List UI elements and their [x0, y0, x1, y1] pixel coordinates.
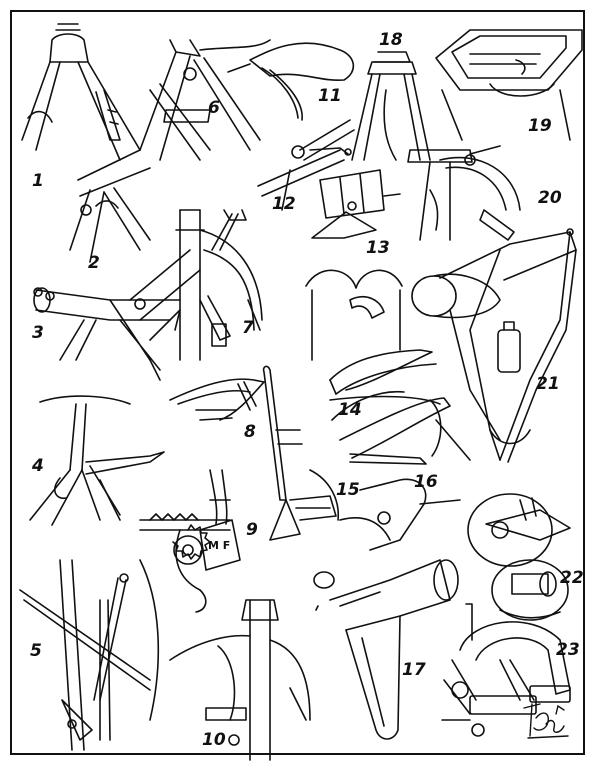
figure-15-kickstand	[262, 365, 340, 541]
figure-number-15: 15	[336, 480, 360, 500]
figure-number-7: 7	[242, 318, 254, 338]
figure-12-cable-clip	[257, 119, 355, 211]
figure-number-8: 8	[244, 422, 256, 442]
figure-1-head-lug	[21, 23, 141, 161]
figure-number-16: 16	[414, 472, 438, 492]
figure-8-toe-clip	[169, 378, 265, 421]
figure-14-mudguard	[329, 349, 441, 405]
figure-9-derailleur	[139, 469, 241, 613]
figure-number-11: 11	[318, 86, 342, 106]
figure-13-seat-clamp	[311, 169, 401, 239]
figure-number-22: 22	[560, 568, 584, 588]
figure-number-2: 2	[88, 253, 100, 273]
figure-number-12: 12	[272, 194, 296, 214]
figure-number-21: 21	[536, 374, 560, 394]
figure-number-13: 13	[366, 238, 390, 258]
figure-15-brake-pivot	[339, 478, 461, 551]
figure-number-4: 4	[32, 456, 44, 476]
figure-7-fork-caliper	[175, 209, 263, 361]
figure-19-carrier	[435, 29, 583, 141]
figure-21-lamp-carrier	[411, 228, 577, 463]
figure-10-fork-end	[169, 599, 311, 761]
figure-20-caliper-brake	[407, 145, 521, 241]
figure-number-14: 14	[338, 400, 362, 420]
derailleur-badge: M F	[208, 539, 231, 552]
figure-number-6: 6	[208, 98, 220, 118]
figure-number-19: 19	[528, 116, 552, 136]
figure-4-seat-stay-bridge	[29, 395, 165, 526]
figure-3-lug-cluster	[33, 249, 201, 381]
figure-11-brake-lever	[227, 42, 355, 121]
figure-number-5: 5	[30, 641, 42, 661]
artist-signature	[523, 703, 569, 739]
figure-5-chain-stays	[19, 559, 160, 751]
figure-number-9: 9	[246, 520, 258, 540]
figure-number-20: 20	[538, 188, 562, 208]
figure-6-brake-bridge	[139, 39, 271, 161]
figure-16-brake-arm	[331, 390, 471, 465]
figure-22-wing-nut	[467, 493, 571, 621]
figure-number-10: 10	[202, 730, 226, 750]
figure-number-23: 23	[556, 640, 580, 660]
plate-border	[10, 10, 585, 755]
figure-17-stem	[313, 559, 459, 740]
figure-number-17: 17	[402, 660, 426, 680]
figure-23-side-pull-caliper	[441, 603, 571, 737]
figure-2-seat-lug	[69, 149, 151, 263]
figure-number-1: 1	[32, 171, 44, 191]
figure-18-fork-crown	[351, 51, 431, 161]
figure-number-3: 3	[32, 323, 44, 343]
figure-number-18: 18	[379, 30, 403, 50]
figure-13-clip	[305, 269, 403, 361]
